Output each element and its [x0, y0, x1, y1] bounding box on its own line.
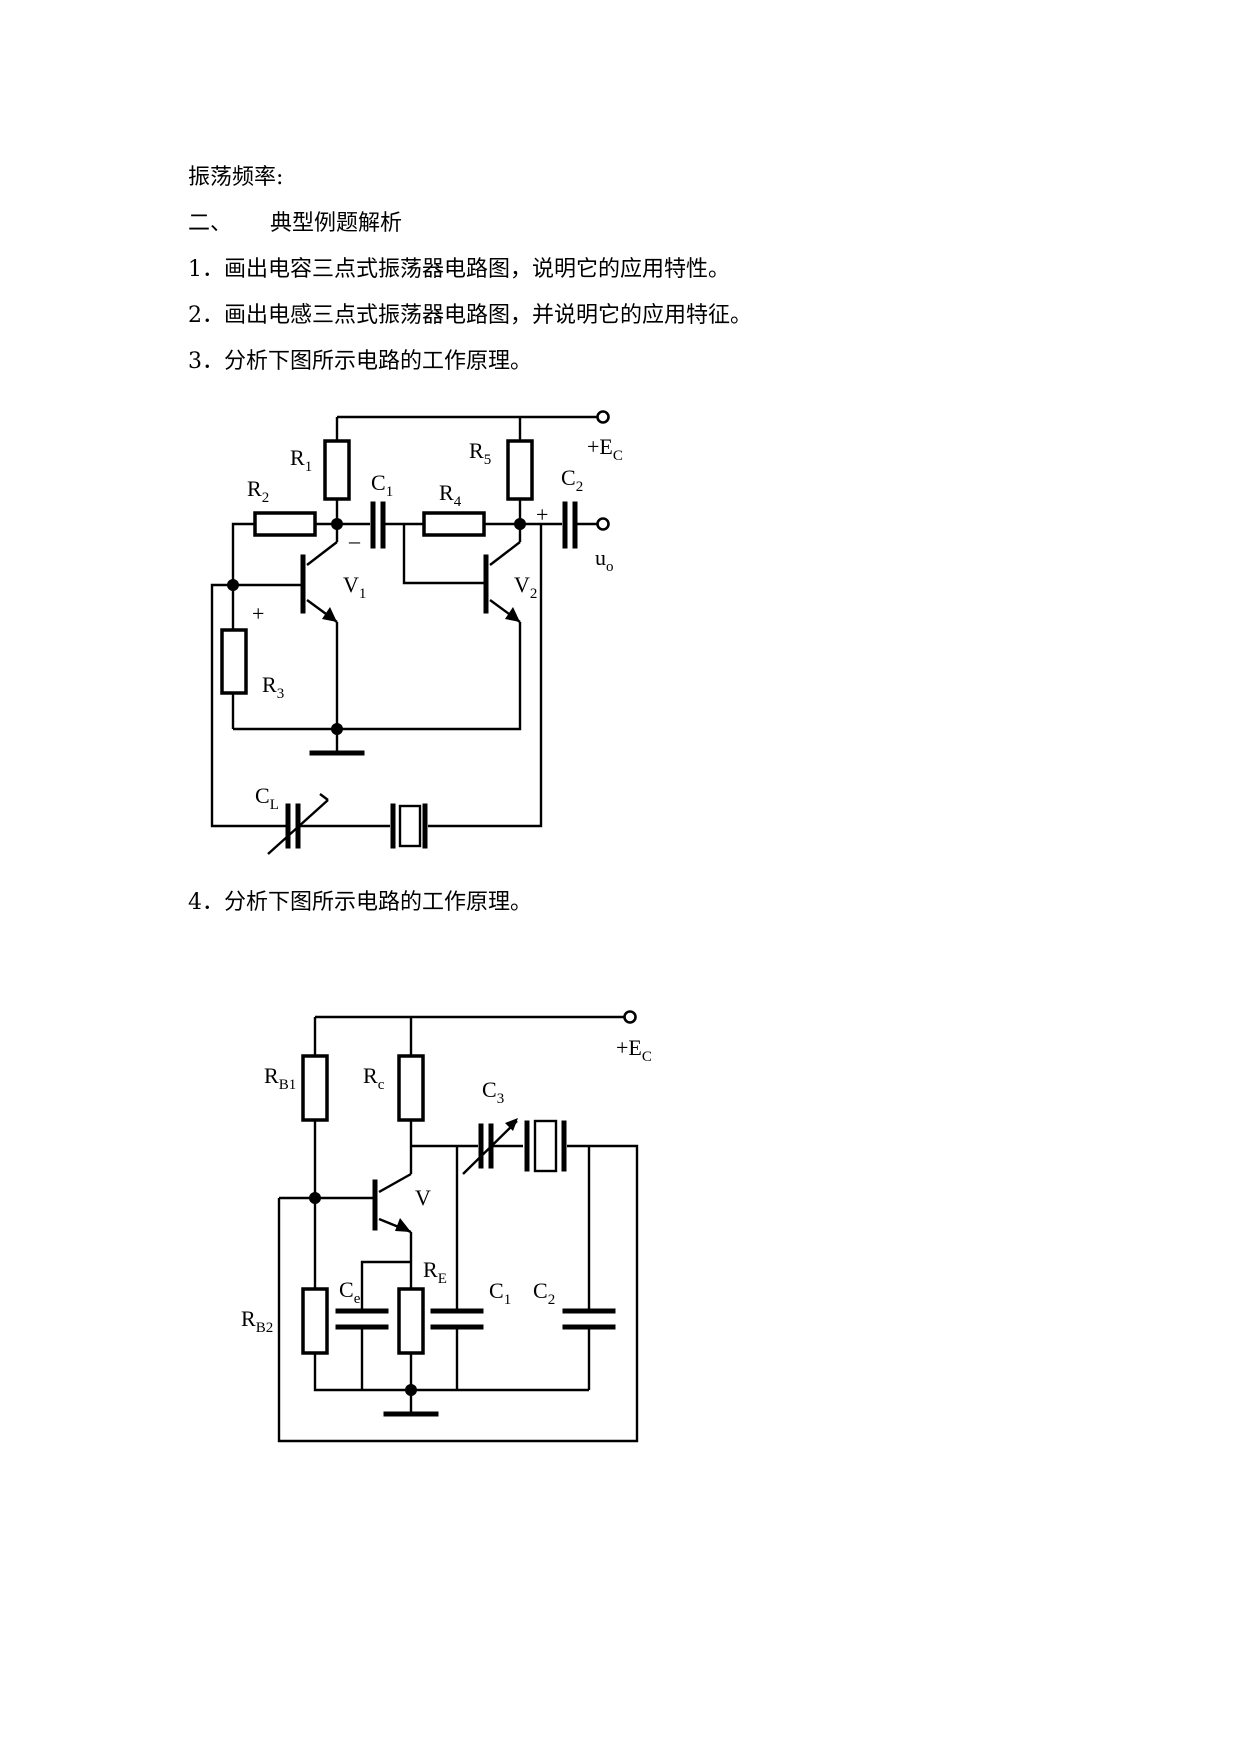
- wires-1: [210, 415, 599, 828]
- wires-2: [277, 1015, 639, 1443]
- svg-text:Rc: Rc: [363, 1063, 385, 1093]
- resistor-r4: [422, 511, 486, 537]
- svg-text:CL: CL: [255, 783, 279, 813]
- labels-2: RB1 Rc RB2 RE Ce C1 C2 C3 V +EC: [241, 1035, 652, 1336]
- svg-text:R4: R4: [439, 480, 462, 510]
- label-uo: u: [595, 545, 606, 570]
- svg-text:RB2: RB2: [241, 1306, 273, 1336]
- label-ec-1: +E: [587, 434, 613, 459]
- junctions-1: [227, 518, 526, 756]
- svg-text:Ce: Ce: [339, 1277, 361, 1307]
- svg-text:C1: C1: [489, 1278, 511, 1308]
- label-rb1: R: [264, 1063, 279, 1088]
- svg-text:R2: R2: [247, 476, 269, 506]
- svg-text:R5: R5: [469, 438, 491, 468]
- svg-text:RB1: RB1: [264, 1063, 296, 1093]
- label-ce: C: [339, 1277, 354, 1302]
- question-2: 2．画出电感三点式振荡器电路图，并说明它的应用特征。: [188, 303, 752, 328]
- labels-1: R1 R2 R3 R4 R5 C1 C2 CL V1 V2 +EC uo + +…: [247, 434, 623, 813]
- label-r2: R: [247, 476, 262, 501]
- resistor-r2: [253, 511, 317, 537]
- resistor-r3: [220, 628, 248, 695]
- junctions-2: [309, 1010, 637, 1417]
- label-minus-c1: –: [348, 528, 361, 553]
- capacitors-2: [335, 1118, 616, 1330]
- svg-text:uo: uo: [595, 545, 614, 575]
- question-4: 4．分析下图所示电路的工作原理。: [188, 890, 532, 915]
- label-c1: C: [371, 470, 386, 495]
- svg-text:C2: C2: [561, 465, 583, 495]
- capacitors-1: [267, 501, 578, 855]
- resistor-r1: [323, 439, 351, 501]
- label-c1-2: C: [489, 1278, 504, 1303]
- label-r3: R: [262, 672, 277, 697]
- svg-text:RE: RE: [423, 1257, 447, 1287]
- label-re: R: [423, 1257, 438, 1282]
- label-v1: V: [343, 572, 359, 597]
- supply-terminal-2: [623, 1010, 637, 1024]
- svg-text:+EC: +EC: [587, 434, 623, 464]
- label-c3: C: [482, 1077, 497, 1102]
- label-v2: V: [514, 572, 530, 597]
- resistor-re: [397, 1287, 425, 1355]
- svg-text:R3: R3: [262, 672, 284, 702]
- transistors-1: [300, 554, 520, 622]
- svg-text:C1: C1: [371, 470, 393, 500]
- transistor-2: [372, 1179, 411, 1232]
- svg-text:V2: V2: [514, 572, 537, 602]
- question-3: 3．分析下图所示电路的工作原理。: [188, 349, 532, 374]
- resistor-rc: [397, 1054, 425, 1122]
- resistor-r5: [506, 439, 534, 501]
- label-r5: R: [469, 438, 484, 463]
- label-plus-c2: +: [536, 502, 548, 527]
- label-c2-2: C: [533, 1278, 548, 1303]
- label-cl: C: [255, 783, 270, 808]
- label-ec-2: +E: [616, 1035, 642, 1060]
- svg-text:C2: C2: [533, 1278, 555, 1308]
- label-c2: C: [561, 465, 576, 490]
- resistors-2: [301, 1054, 425, 1355]
- resistor-rb1: [301, 1054, 329, 1122]
- label-rb2: R: [241, 1306, 256, 1331]
- label-r4: R: [439, 480, 454, 505]
- resistor-rb2: [301, 1287, 329, 1355]
- svg-text:V1: V1: [343, 572, 366, 602]
- svg-text:C3: C3: [482, 1077, 504, 1107]
- svg-text:+EC: +EC: [616, 1035, 652, 1065]
- question-1: 1．画出电容三点式振荡器电路图，说明它的应用特性。: [188, 257, 730, 282]
- section-heading: 二、 典型例题解析: [188, 209, 402, 239]
- label-rc: R: [363, 1063, 378, 1088]
- label-v: V: [415, 1185, 431, 1210]
- section-number: 二、: [188, 211, 233, 236]
- intro-line: 振荡频率:: [188, 165, 284, 190]
- label-r1: R: [290, 445, 305, 470]
- label-plus-r3: +: [252, 601, 264, 626]
- svg-text:R1: R1: [290, 445, 312, 475]
- resistors-1: [220, 439, 534, 695]
- section-title: 典型例题解析: [270, 211, 403, 236]
- terminals-1: [596, 410, 610, 531]
